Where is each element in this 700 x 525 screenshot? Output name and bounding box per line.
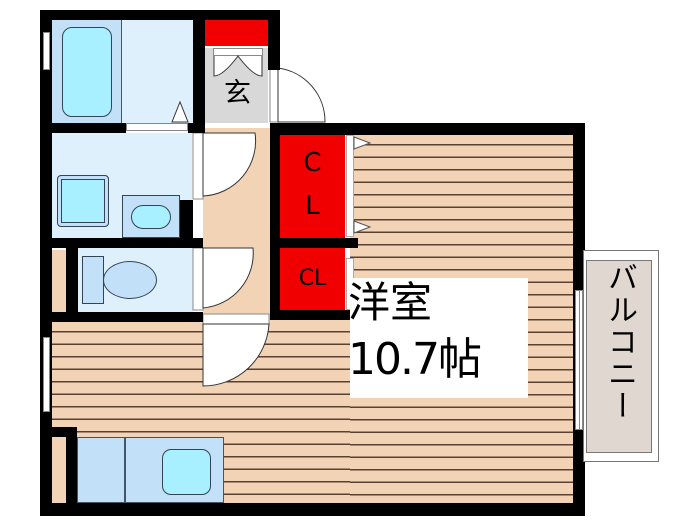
window-sash-line bbox=[579, 290, 580, 430]
toilet-door-swing-icon bbox=[192, 247, 254, 311]
window-bathroom bbox=[43, 32, 50, 70]
shoe-storage-door-swing-icon bbox=[213, 55, 263, 77]
closet-large bbox=[280, 135, 345, 238]
closet-large-label-c: C bbox=[303, 148, 322, 178]
wall bbox=[40, 503, 585, 516]
room-door-swing-icon bbox=[202, 313, 270, 387]
room-label-box bbox=[350, 278, 528, 398]
wall bbox=[193, 10, 205, 133]
bath-door-icon bbox=[171, 100, 189, 123]
wall bbox=[188, 123, 205, 133]
balcony-label: バルコニー bbox=[602, 262, 637, 422]
wall bbox=[40, 238, 203, 248]
toilet-bowl-icon bbox=[103, 261, 157, 299]
bathtub-icon bbox=[62, 27, 112, 117]
wall bbox=[66, 427, 77, 507]
wall bbox=[40, 427, 77, 437]
wall bbox=[40, 123, 126, 133]
washroom-door-swing-icon bbox=[192, 132, 257, 200]
front-door-swing-icon bbox=[269, 67, 326, 123]
western-room-label: 洋室 bbox=[348, 278, 433, 327]
washing-machine-icon bbox=[57, 175, 109, 227]
closet-large-label-l: L bbox=[305, 191, 320, 221]
kitchen-sink-icon bbox=[162, 449, 211, 495]
closet-small bbox=[280, 248, 345, 310]
wall bbox=[40, 10, 52, 516]
entrance-label: 玄 bbox=[224, 78, 251, 109]
wall bbox=[40, 312, 203, 322]
sink-icon bbox=[131, 205, 171, 229]
wall bbox=[40, 10, 280, 20]
wall bbox=[268, 10, 280, 70]
balcony-floor bbox=[586, 260, 652, 453]
bath-door-sill bbox=[126, 123, 188, 131]
wall bbox=[270, 123, 280, 320]
toilet-side-storage bbox=[52, 250, 66, 312]
window-room-left bbox=[43, 337, 50, 412]
western-room-size: 10.7帖 bbox=[348, 334, 482, 385]
wall bbox=[270, 123, 585, 135]
kitchen-counter-divider bbox=[124, 437, 126, 503]
wall bbox=[270, 238, 358, 248]
shoe-storage-doors bbox=[213, 48, 263, 56]
toilet-tank-icon bbox=[82, 256, 104, 304]
closet-door-track bbox=[346, 135, 354, 237]
wall bbox=[180, 200, 193, 240]
closet-door-arrow-icon bbox=[353, 136, 372, 150]
shoe-storage bbox=[205, 20, 270, 46]
kitchen-side-storage bbox=[52, 437, 66, 503]
closet-small-label: CL bbox=[298, 266, 327, 291]
wall bbox=[66, 248, 78, 314]
wall bbox=[270, 310, 358, 320]
closet-door-arrow-icon-2 bbox=[353, 220, 372, 234]
